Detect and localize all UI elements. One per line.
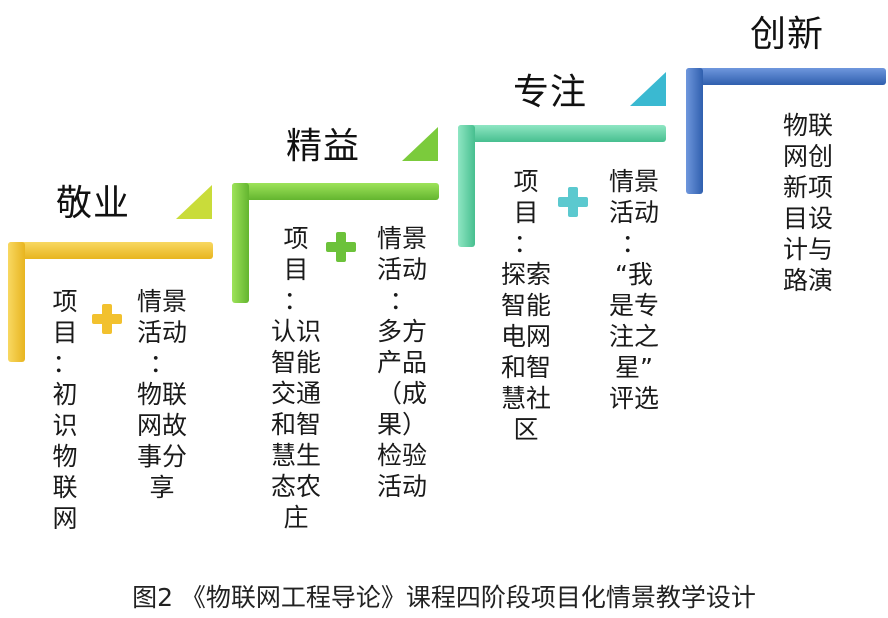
stage3-title: 专注 [513,72,588,113]
stage4-bar-vertical [686,68,703,194]
stage3-plus-icon [558,187,588,217]
stage2-activity-text: 情景 活动 ： 多方 产品 （成 果） 检验 活动 [376,224,427,501]
stage1-title: 敬业 [56,183,131,224]
stage3-arrow-triangle [630,72,666,106]
stage2-arrow-triangle [402,127,438,161]
stage3-project-text: 项 目 ： 探索 智能 电网 和智 慧社 区 [500,167,551,444]
stage1-plus-icon [92,304,122,334]
figure-caption: 图2 《物联网工程导论》课程四阶段项目化情景教学设计 [132,583,756,612]
stage3-bar-vertical [458,125,475,247]
stage2-bar-vertical [232,183,249,303]
stage3-bar-horizontal [458,125,666,142]
stage1-arrow-triangle [176,185,212,219]
stage4-title: 创新 [750,14,825,55]
stage2-project-text: 项 目 ： 认识 智能 交通 和智 慧生 态农 庄 [270,224,321,532]
stage1-bar-horizontal [8,242,213,259]
stage1-activity-text: 情景 活动 ： 物联 网故 事分 享 [136,287,187,502]
stage1-bar-vertical [8,242,25,362]
stage2-plus-icon [326,232,356,262]
stage3-activity-text: 情景 活动 ： “我 是专 注之 星” 评选 [608,167,659,413]
stage1-project-text: 项 目 ： 初 识 物 联 网 [52,287,78,533]
stage2-bar-horizontal [232,183,439,200]
stage2-title: 精益 [286,126,361,167]
stage4-activity-text: 物联 网创 新项 目设 计与 路演 [782,111,833,295]
stage4-bar-horizontal [686,68,886,85]
